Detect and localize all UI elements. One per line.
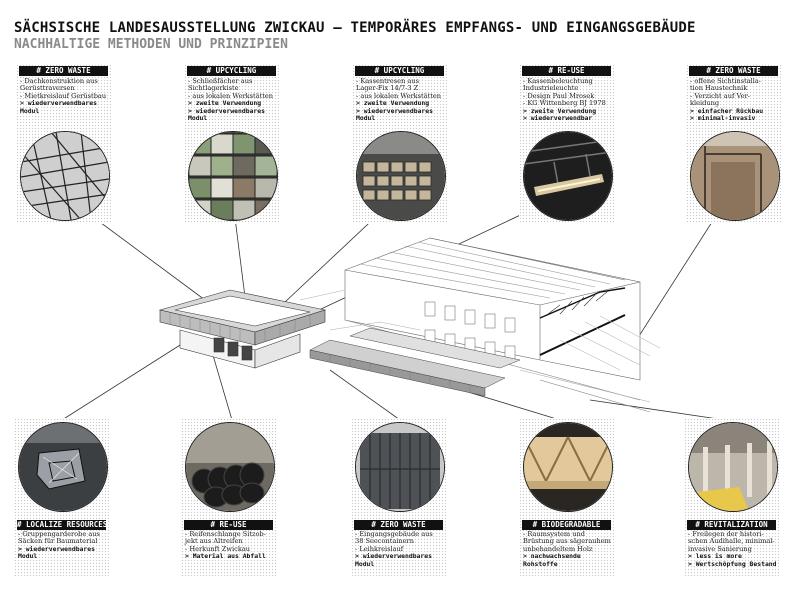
category-tag: # LOCALIZE RESOURCES: [17, 520, 108, 530]
category-tag: # RE-USE: [522, 66, 611, 76]
card-description: - Reifenschlange Sitzob-jekt aus Altreif…: [185, 530, 266, 561]
shipping-container-photo-icon: [355, 422, 445, 512]
site-outline: [299, 289, 421, 331]
category-tag: # RE-USE: [184, 520, 273, 530]
leader-line: [61, 339, 189, 421]
hall-interior-structure: [559, 315, 661, 371]
historic-hall: [344, 237, 651, 413]
leader-line: [209, 344, 233, 421]
entrance-pavilion: [158, 289, 327, 369]
card-description: - offene Sichtinstalla-tion Haustechnik-…: [690, 77, 764, 123]
page-subtitle: NACHHALTIGE METHODEN UND PRINZIPIEN: [14, 37, 288, 52]
category-tag: # REVITALIZATION: [687, 520, 776, 530]
category-tag: # ZERO WASTE: [354, 520, 443, 530]
factory-hall-photo-icon: [688, 422, 778, 512]
leader-line: [589, 399, 726, 421]
industrial-lamp-photo-icon: [523, 131, 613, 221]
category-tag: # UPCYCLING: [187, 66, 276, 76]
card-localize-resources: # LOCALIZE RESOURCES - Gruppengarderobe …: [14, 418, 109, 578]
card-description: - Freilegen der histori-schen Audihalle,…: [688, 530, 777, 568]
card-revitalization: # REVITALIZATION - Freilegen der histori…: [684, 418, 779, 578]
category-tag: # BIODEGRADABLE: [522, 520, 611, 530]
category-tag: # ZERO WASTE: [19, 66, 108, 76]
card-zero-waste-installation: # ZERO WASTE - offene Sichtinstalla-tion…: [686, 64, 781, 224]
locker-boxes-photo-icon: [188, 131, 278, 221]
scaffold-truss-photo-icon: [20, 131, 110, 221]
leader-lines: [61, 193, 731, 421]
leader-line: [329, 369, 401, 421]
container-row: [309, 327, 521, 397]
leader-line: [444, 384, 561, 421]
installation-wall-photo-icon: [690, 131, 780, 221]
hall-open-end: [539, 287, 626, 356]
bag-wardrobe-photo-icon: [18, 422, 108, 512]
storage-counter-photo-icon: [356, 131, 446, 221]
card-re-use-tires: # RE-USE - Reifenschlange Sitzob-jekt au…: [181, 418, 276, 578]
wooden-truss-photo-icon: [523, 422, 613, 512]
category-tag: # UPCYCLING: [355, 66, 444, 76]
page-title: SÄCHSISCHE LANDESAUSSTELLUNG ZWICKAU – T…: [14, 20, 696, 36]
category-tag: # ZERO WASTE: [689, 66, 778, 76]
tire-seating-photo-icon: [185, 422, 275, 512]
